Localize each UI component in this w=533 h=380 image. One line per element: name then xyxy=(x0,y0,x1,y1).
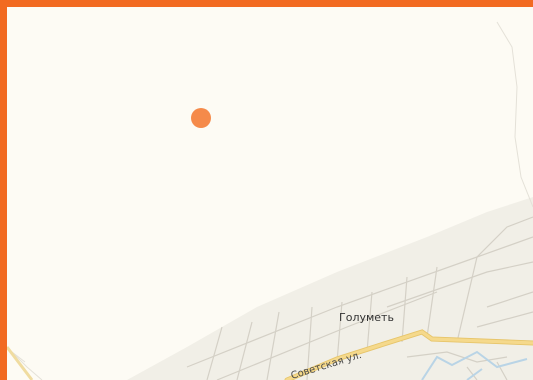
town-label: Голуметь xyxy=(339,311,394,324)
settlement-area xyxy=(127,197,533,380)
location-dot-icon[interactable] xyxy=(191,108,211,128)
main-road-fill xyxy=(285,330,533,380)
minor-roads xyxy=(186,216,533,380)
secondary-road xyxy=(7,346,34,380)
river xyxy=(421,350,528,380)
map-canvas[interactable]: Голуметь Советская ул. xyxy=(7,7,533,380)
